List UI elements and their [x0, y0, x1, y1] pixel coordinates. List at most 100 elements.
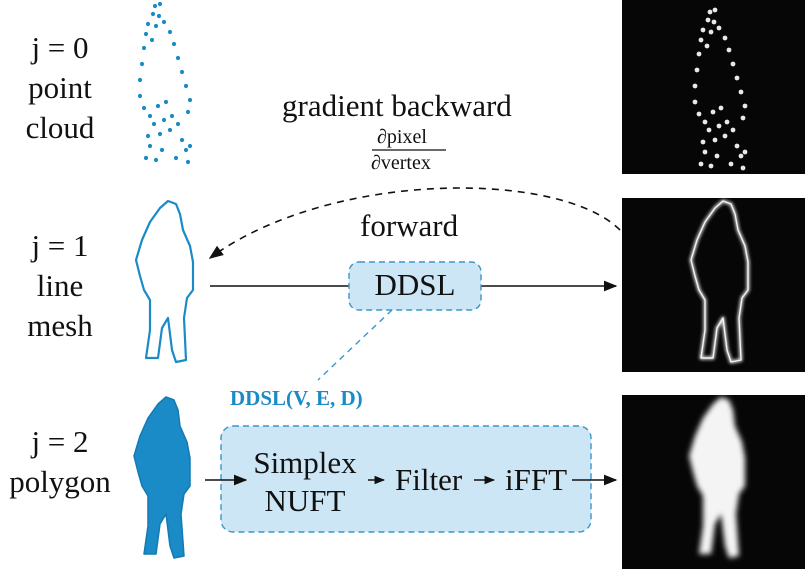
render-dot [708, 29, 714, 35]
point-cloud-dot [163, 99, 169, 105]
row-label-line: j = 1 [31, 228, 89, 263]
render-dot [722, 35, 728, 41]
point-cloud-dot [151, 121, 157, 127]
render-dot [716, 25, 722, 31]
render-dot [700, 27, 706, 33]
render-dot [724, 119, 730, 125]
point-cloud-dot [187, 143, 193, 149]
point-cloud-dot [145, 21, 151, 27]
point-cloud-dot [157, 131, 163, 137]
row-label-line: cloud [25, 110, 95, 145]
point-cloud-dot [141, 105, 147, 111]
render-dot [704, 43, 710, 49]
pipeline-step-filter: Filter [395, 462, 463, 497]
point-cloud-dot [143, 155, 149, 161]
point-cloud-dot [183, 83, 189, 89]
point-cloud-dot [145, 133, 151, 139]
row-label-line: mesh [27, 308, 93, 343]
point-cloud-dot [161, 19, 167, 25]
ddsl-box-label: DDSL [374, 267, 456, 302]
row-label-line: j = 2 [31, 424, 89, 459]
row-label-j1: j = 1 line mesh [0, 226, 120, 346]
backward-arrow [208, 187, 621, 259]
point-cloud-dot [156, 13, 162, 19]
render-dot [730, 61, 736, 67]
render-dot [716, 123, 722, 129]
point-cloud-dot [139, 61, 145, 67]
point-cloud-dot [137, 93, 143, 99]
forward-label: forward [360, 208, 459, 243]
point-cloud-dot [185, 159, 191, 165]
point-cloud-dot [175, 121, 181, 127]
render-dot [702, 119, 708, 125]
point-cloud-dot [187, 97, 193, 103]
point-cloud-dot [161, 117, 167, 123]
point-cloud-dot [183, 147, 189, 153]
line-mesh-figure [134, 199, 195, 364]
render-dot [742, 103, 748, 109]
point-cloud-dot [147, 113, 153, 119]
render-dot [694, 67, 700, 73]
row-label-j0: j = 0 point cloud [0, 28, 120, 148]
point-cloud-dot [179, 69, 185, 75]
render-dot [696, 111, 702, 117]
render-dot [692, 99, 698, 105]
render-dot [711, 19, 717, 25]
render-polygon-glow [689, 397, 745, 558]
render-dot [726, 47, 732, 53]
point-cloud-dot [173, 155, 179, 161]
render-dot [734, 75, 740, 81]
render-dot [734, 143, 740, 149]
render-dot [718, 105, 724, 111]
polygon-figure [133, 396, 191, 559]
row-label-line: j = 0 [31, 30, 89, 65]
render-dot [705, 17, 711, 23]
pipeline-step-ifft: iFFT [505, 462, 568, 497]
point-cloud-dot [169, 113, 175, 119]
render-dot [740, 165, 746, 171]
point-cloud-figure [137, 1, 193, 165]
ddsl-box [348, 261, 482, 311]
point-cloud-dot [150, 11, 156, 17]
render-dot [700, 139, 706, 145]
gradient-denominator: ∂vertex [371, 152, 431, 174]
point-cloud-dot [153, 23, 159, 29]
render-dot [722, 133, 728, 139]
row-label-line: polygon [9, 464, 111, 499]
point-cloud-dot [171, 41, 177, 47]
point-cloud-dot [143, 31, 149, 37]
render-dot [702, 149, 708, 155]
pipeline-box [220, 425, 592, 533]
render-dot [712, 7, 718, 13]
render-dot [738, 89, 744, 95]
point-cloud-dot [179, 137, 185, 143]
point-cloud-dot [155, 103, 161, 109]
point-cloud-dot [167, 29, 173, 35]
point-cloud-dot [153, 157, 159, 163]
render-dot [730, 127, 736, 133]
gradient-numerator: ∂pixel [377, 126, 427, 148]
point-cloud-dot [152, 3, 158, 9]
point-cloud-dot [175, 55, 181, 61]
render-dot [692, 83, 698, 89]
render-dot [698, 161, 704, 167]
render-dot [698, 37, 704, 43]
render-dot [708, 163, 714, 169]
render-dot [738, 153, 744, 159]
point-cloud-dot [147, 143, 153, 149]
row-label-line: point [28, 70, 92, 105]
render-dot [696, 51, 702, 57]
render-dot [742, 149, 748, 155]
render-dot [712, 137, 718, 143]
ddsl-call-label: DDSL(V, E, D) [230, 386, 363, 410]
point-cloud-dot [137, 77, 143, 83]
backward-label: gradient backward [282, 88, 512, 123]
ddsl-connector [317, 309, 393, 381]
point-cloud-dot [141, 45, 147, 51]
render-dot [740, 115, 746, 121]
point-cloud-dot [157, 1, 163, 7]
point-cloud-dot [159, 147, 165, 153]
pipeline-step-simplex: Simplex NUFT [242, 444, 368, 520]
row-label-line: line [36, 268, 84, 303]
